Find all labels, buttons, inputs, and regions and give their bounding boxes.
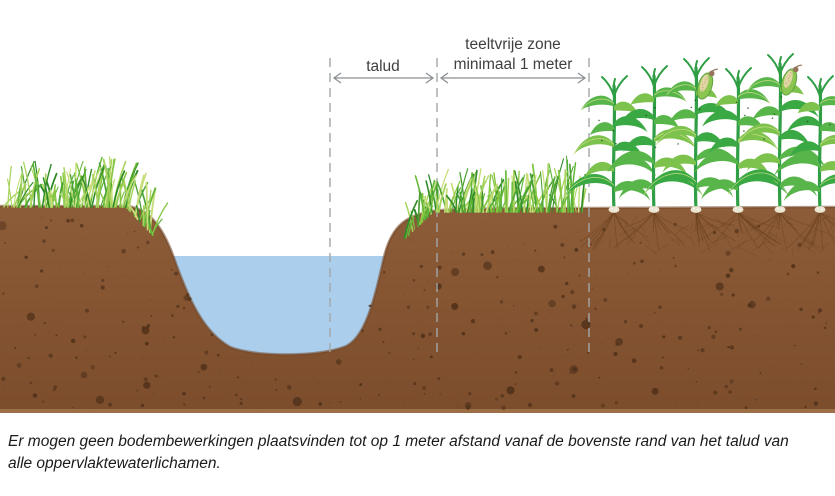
talud-label: talud: [366, 58, 400, 75]
arrowhead-right-icon: [577, 72, 587, 84]
zone-label-line1: teeltvrije zone: [465, 36, 561, 53]
grass-left-bank: [3, 156, 169, 237]
dimension-arrow-talud: [332, 72, 435, 84]
soil-speckles: [0, 216, 834, 411]
zone-label-line2: minimaal 1 meter: [454, 56, 573, 73]
dimension-arrow-zone: [439, 72, 587, 84]
corn-field: [562, 53, 835, 213]
grass-buffer-strip: [403, 155, 587, 239]
soil-cross-section: [0, 206, 835, 413]
arrowhead-right-icon: [425, 72, 435, 84]
ditch-cross-section-diagram: talud teeltvrije zone minimaal 1 meter: [0, 36, 835, 413]
arrowhead-left-icon: [332, 72, 342, 84]
crop-roots: [579, 211, 835, 257]
arrowhead-left-icon: [439, 72, 449, 84]
caption-text: Er mogen geen bodembewerkingen plaatsvin…: [8, 433, 789, 472]
soil-bottom-strip: [0, 409, 835, 413]
